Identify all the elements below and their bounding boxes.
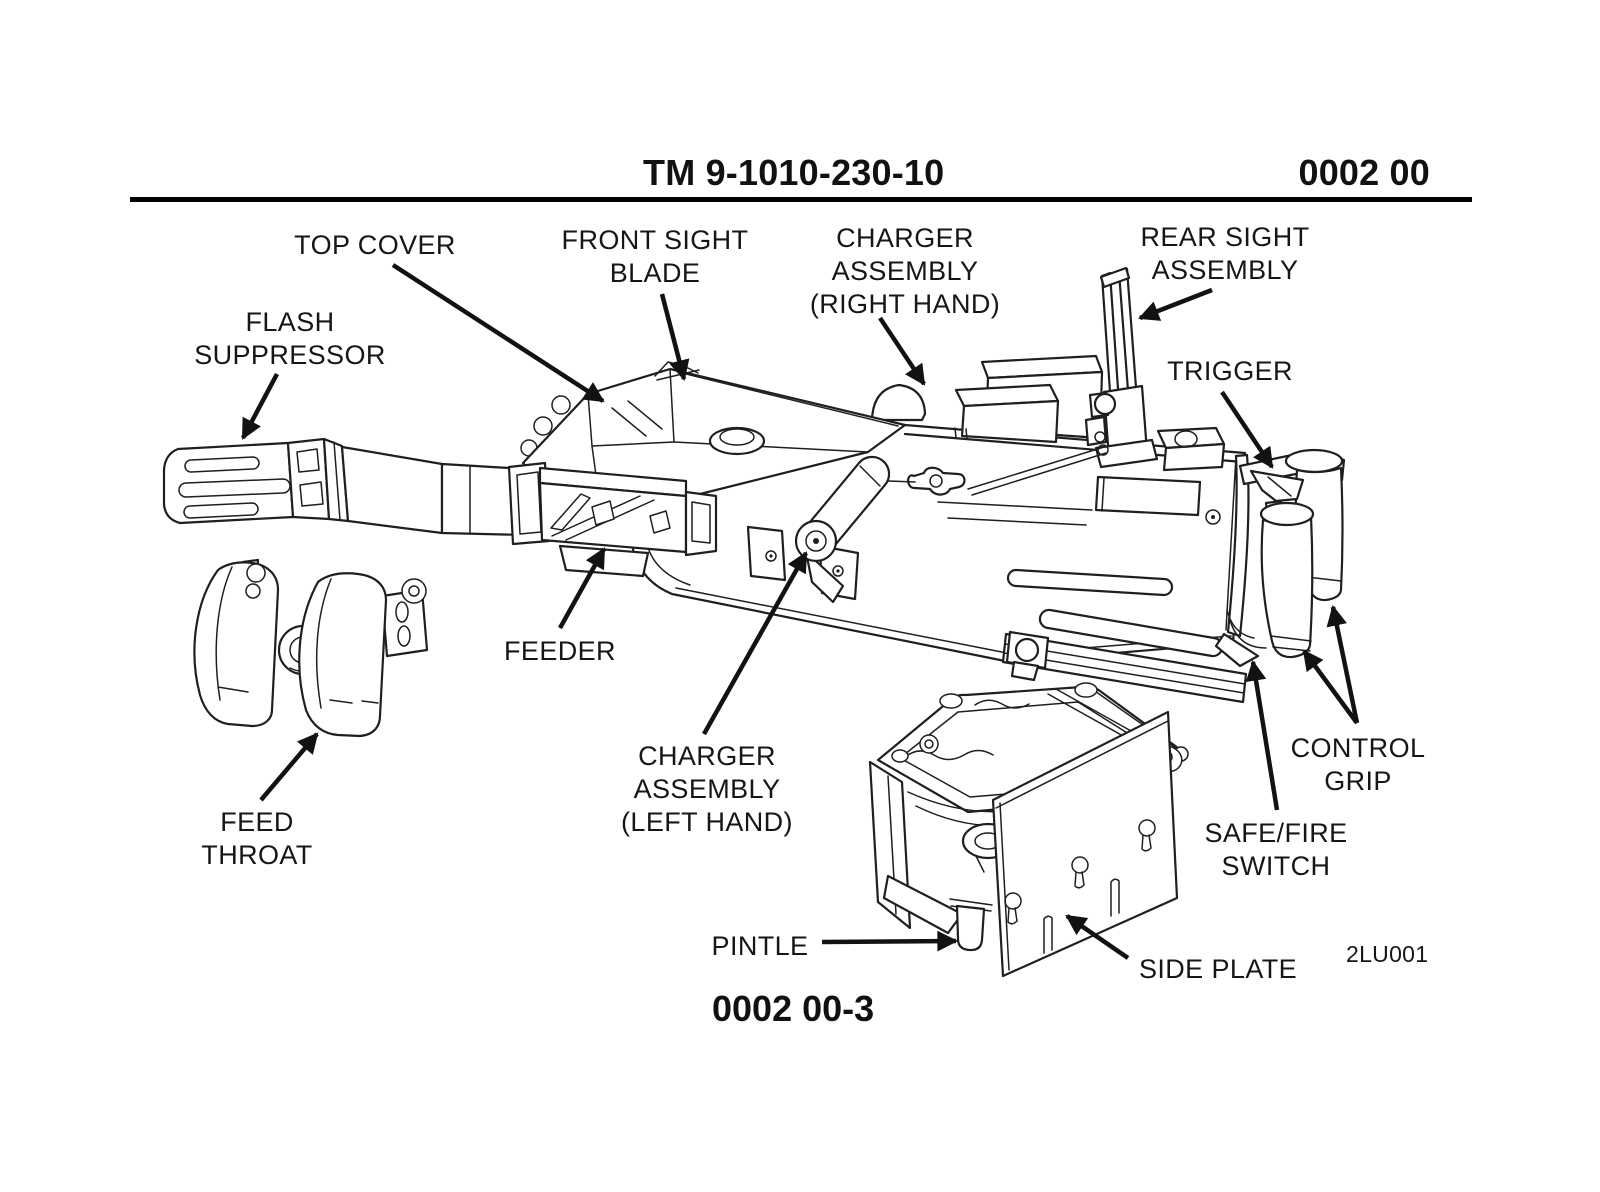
leader-feeder [558,547,606,630]
callout-trigger: TRIGGER [1167,355,1293,388]
callout-flash-line: SUPPRESSOR [194,340,386,370]
leader-control-grip-b [1302,649,1359,725]
callout-safe-fire-line: SAFE/FIRE [1204,818,1348,848]
leader-top-cover [391,263,605,403]
callout-side-plate: SIDE PLATE [1139,953,1297,986]
callout-rear-sight-line: ASSEMBLY [1151,255,1299,285]
figure-code: 2LU001 [1346,941,1429,967]
callout-charger-right-line: CHARGER [836,223,974,253]
charger-left-drawing [746,455,891,604]
callout-top-cover: TOP COVER [294,229,456,262]
leader-front-sight-blade [659,293,690,382]
callout-trigger-line: TRIGGER [1167,356,1293,386]
callout-pintle-line: PINTLE [711,931,809,961]
barrel-drawing [340,445,528,537]
callout-front-sight-blade: FRONT SIGHT BLADE [562,224,749,290]
charger-right-handle-drawing [870,383,927,422]
feed-throat-drawing [193,558,429,738]
callout-feed-throat-line: THROAT [201,840,313,870]
control-grip-left-drawing [1260,514,1314,659]
leader-charger-left [702,551,808,736]
leader-rear-sight [1138,287,1213,321]
leader-trigger [1220,390,1274,469]
receiver-drawing [628,423,1248,704]
leader-charger-right [878,316,926,386]
rear-sight-drawing [859,266,1159,496]
callout-feed-throat: FEED THROAT [201,806,312,872]
callout-flash-line: FLASH [245,307,335,337]
callout-flash-suppressor: FLASH SUPPRESSOR [194,306,386,372]
callout-front-sight-line: FRONT SIGHT [561,225,749,255]
callout-charger-assembly-left: CHARGER ASSEMBLY (LEFT HAND) [621,740,793,839]
callout-safe-fire-line: SWITCH [1221,851,1331,881]
leader-flash-suppressor [241,372,279,440]
leader-pintle [821,930,959,952]
receiver-deck-drawing [870,354,1104,444]
trigger-drawing [1249,469,1305,503]
leader-control-grip-a [1326,604,1360,724]
leader-safe-fire [1245,659,1280,811]
top-cover-drawing [520,361,907,499]
callout-feeder: FEEDER [504,635,616,668]
callout-charger-left-line: (LEFT HAND) [621,807,793,837]
leader-side-plate [1065,914,1130,960]
callout-side-plate-line: SIDE PLATE [1138,954,1298,984]
callout-safe-fire-switch: SAFE/FIRE SWITCH [1204,817,1347,883]
callout-pintle: PINTLE [712,930,809,963]
callout-rear-sight-line: REAR SIGHT [1140,222,1310,252]
mount-assembly-drawing [868,682,1189,978]
callout-control-grip-line: GRIP [1324,766,1392,796]
side-plate-drawing [991,710,1179,978]
callout-control-grip-line: CONTROL [1290,733,1426,763]
callout-charger-left-line: CHARGER [638,741,776,771]
header-page-code: 0002 00 [1298,152,1430,193]
leader-feed-throat [259,732,319,802]
callout-control-grip: CONTROL GRIP [1291,732,1426,798]
callout-feeder-line: FEEDER [504,636,616,666]
callout-charger-assembly-right: CHARGER ASSEMBLY (RIGHT HAND) [810,222,1000,321]
callout-feed-throat-line: FEED [220,807,294,837]
flash-suppressor-drawing [162,437,350,525]
callout-front-sight-line: BLADE [609,258,701,288]
footer-page-number: 0002 00-3 [712,988,875,1029]
header-rule [130,197,1472,202]
callout-charger-right-line: ASSEMBLY [831,256,979,286]
callout-rear-sight-assembly: REAR SIGHT ASSEMBLY [1140,221,1309,287]
safe-fire-switch-drawing [1214,632,1260,668]
callout-charger-left-line: ASSEMBLY [633,774,781,804]
rear-assembly-drawing [1214,448,1346,668]
pintle-drawing [955,904,986,952]
header-tm-number: TM 9-1010-230-10 [643,152,945,193]
leader-arrows [241,263,1360,960]
callout-top-cover-line: TOP COVER [294,230,456,260]
callout-charger-right-line: (RIGHT HAND) [809,289,1001,319]
